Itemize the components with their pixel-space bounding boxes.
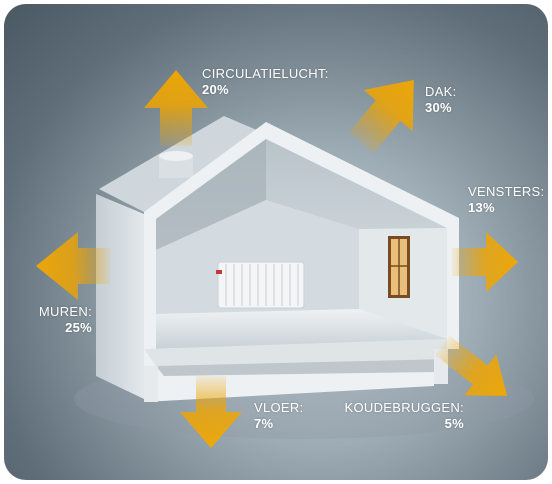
- label-vloer-percent: 7%: [254, 416, 274, 431]
- back-wall: [156, 200, 359, 314]
- chimney: [159, 156, 193, 178]
- label-vensters-percent: 13%: [468, 200, 495, 215]
- arrow-dak: [348, 79, 414, 154]
- arrow-vensters: [452, 232, 518, 292]
- label-vensters-name: VENSTERS:: [468, 184, 545, 199]
- label-dak-name: DAK:: [425, 84, 457, 99]
- label-circulatielucht: CIRCULATIELUCHT: 20%: [202, 66, 329, 98]
- label-dak: DAK: 30%: [425, 84, 457, 116]
- label-koudebruggen-percent: 5%: [444, 416, 464, 431]
- arrow-vloer: [180, 376, 242, 448]
- label-dak-percent: 30%: [425, 100, 452, 115]
- room-floor: [156, 309, 447, 349]
- label-circulatielucht-percent: 20%: [202, 82, 229, 97]
- label-muren-name: MUREN:: [38, 304, 92, 319]
- side-wall: [96, 194, 144, 399]
- label-koudebruggen-name: KOUDEBRUGGEN:: [344, 400, 464, 415]
- crawl-space: [156, 359, 447, 376]
- label-koudebruggen: KOUDEBRUGGEN: 5%: [340, 400, 464, 432]
- arrow-koudebruggen: [435, 335, 508, 396]
- floor-slab: [144, 339, 447, 366]
- arrow-muren: [36, 232, 110, 300]
- label-vloer: VLOER: 7%: [254, 400, 303, 432]
- label-muren-percent: 25%: [65, 320, 92, 335]
- radiator: [216, 261, 305, 309]
- label-vensters: VENSTERS: 13%: [468, 184, 544, 216]
- foundation-left: [144, 366, 158, 402]
- arrow-circulatielucht: [144, 70, 208, 146]
- diagram-frame: CIRCULATIELUCHT: 20% DAK: 30% VENSTERS: …: [4, 4, 548, 480]
- back-slope: [156, 139, 266, 250]
- label-circulatielucht-name: CIRCULATIELUCHT:: [202, 66, 329, 81]
- label-muren: MUREN: 25%: [26, 304, 92, 336]
- chimney-top: [159, 151, 193, 161]
- window: [388, 236, 410, 298]
- house-illustration: [36, 70, 534, 448]
- label-vloer-name: VLOER:: [254, 400, 304, 415]
